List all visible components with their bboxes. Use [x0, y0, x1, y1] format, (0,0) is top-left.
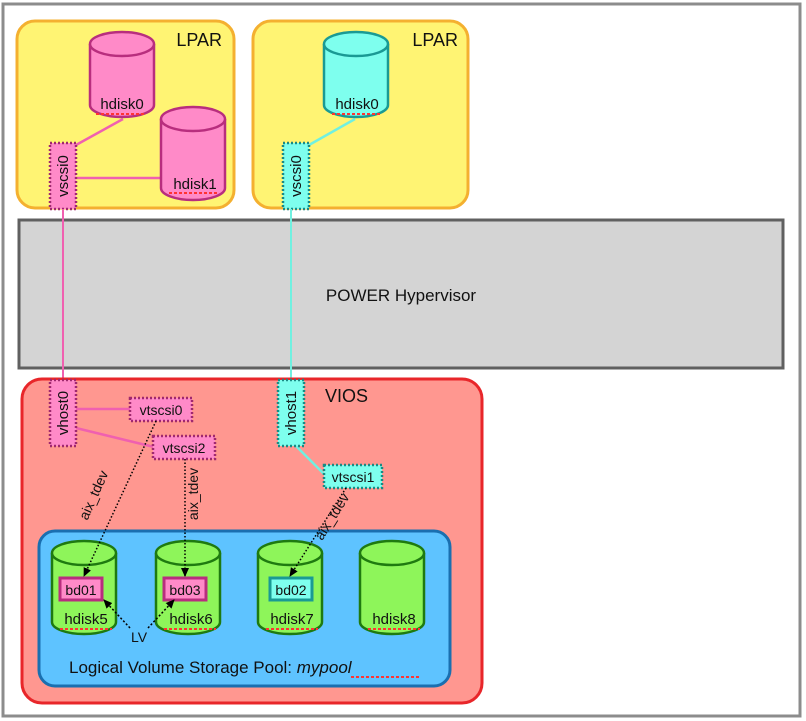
storage-pool: Logical Volume Storage Pool: mypool hdis…: [37, 529, 452, 688]
lpar-2-vscsi0-adapter[interactable]: vscsi0: [281, 141, 311, 211]
pool-box: [37, 529, 452, 688]
pool-label: Logical Volume Storage Pool: mypool: [69, 658, 353, 677]
lpar-1-vscsi0-label: vscsi0: [55, 155, 72, 197]
power-hypervisor: POWER Hypervisor: [17, 218, 785, 370]
link-vhost0-vtscsi2: [75, 426, 155, 449]
lv-label: LV: [131, 629, 148, 645]
bd01-device[interactable]: [58, 576, 104, 602]
vtscsi2-device[interactable]: vtscsi2: [151, 434, 217, 461]
hdisk7-disk[interactable]: hdisk7 bd02: [256, 539, 324, 636]
lpar-1-vscsi0-adapter[interactable]: vscsi0: [48, 141, 78, 211]
vtscsi0-device[interactable]: vtscsi0: [128, 396, 194, 423]
bd03-label: bd03: [169, 582, 200, 598]
bd02-label: bd02: [275, 582, 306, 598]
lpar-1-label: LPAR: [176, 30, 222, 50]
hdisk8-disk[interactable]: hdisk8: [358, 539, 426, 636]
pool-label-prefix: Logical Volume Storage Pool:: [69, 658, 297, 677]
hdisk7-label: hdisk7: [270, 611, 313, 628]
vios: VIOS vhost0 vhost1 vtscsi0 vtscsi2 vtscs…: [20, 377, 484, 705]
hypervisor-label: POWER Hypervisor: [326, 286, 477, 305]
lpar-2-label: LPAR: [412, 30, 458, 50]
hdisk5-disk[interactable]: hdisk5 bd01: [50, 539, 118, 636]
hdisk6-disk[interactable]: hdisk6 bd03: [154, 539, 222, 636]
lpar-2: LPAR hdisk0 vscsi0: [251, 19, 470, 211]
hypervisor-box: [17, 218, 785, 370]
vhost1-label: vhost1: [283, 391, 300, 435]
lpar-1: LPAR hdisk0 hdisk1 vscsi0: [15, 19, 236, 211]
lpar-2-hdisk0-label: hdisk0: [335, 96, 378, 113]
bd02-device[interactable]: [268, 576, 314, 602]
link-vhost1-vtscsi1: [295, 445, 325, 475]
link-vscsi0-hdisk0: [308, 117, 356, 147]
vtscsi0-label: vtscsi0: [140, 402, 183, 418]
vtscsi2-label: vtscsi2: [163, 440, 206, 456]
bd03-device[interactable]: [162, 576, 208, 602]
lpar-2-hdisk0-disk[interactable]: hdisk0: [322, 30, 390, 119]
tdev-arrow-vtscsi0-bd01: [83, 420, 157, 577]
vhost0-label: vhost0: [55, 391, 72, 435]
lpar-1-hdisk1-label: hdisk1: [173, 176, 216, 193]
lpar-1-hdisk0-label: hdisk0: [100, 96, 143, 113]
vhost1-adapter[interactable]: vhost1: [276, 378, 306, 448]
lpar-1-hdisk1-disk[interactable]: hdisk1: [159, 105, 227, 202]
lpar-2-vscsi0-label: vscsi0: [288, 155, 305, 197]
hdisk6-label: hdisk6: [169, 611, 212, 628]
vtscsi1-device[interactable]: vtscsi1: [322, 463, 384, 490]
vhost0-adapter[interactable]: vhost0: [48, 378, 78, 448]
pool-name: mypool: [297, 658, 353, 677]
bd01-label: bd01: [65, 582, 96, 598]
hdisk8-label: hdisk8: [372, 611, 415, 628]
link-vscsi0-hdisk0: [75, 117, 124, 147]
vios-label: VIOS: [325, 386, 368, 406]
hdisk5-label: hdisk5: [64, 611, 107, 628]
lpar-1-hdisk0-disk[interactable]: hdisk0: [88, 30, 156, 119]
vtscsi1-label: vtscsi1: [332, 469, 375, 485]
tdev-label-2: aix_tdev: [185, 468, 201, 520]
